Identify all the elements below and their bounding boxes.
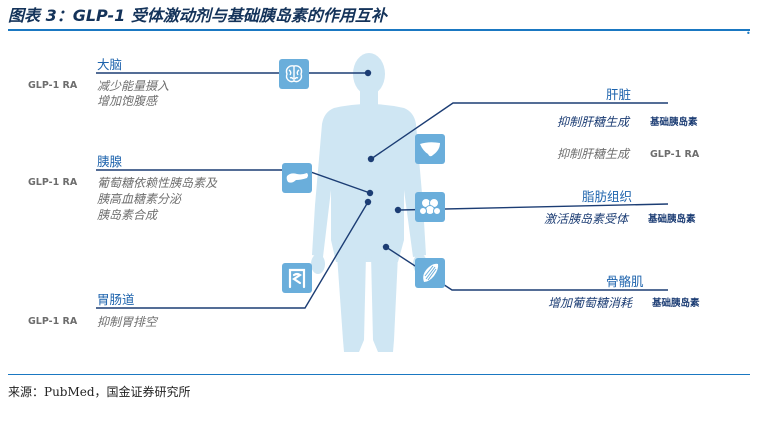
liver-drug-1: 基础胰岛素 (650, 117, 698, 128)
muscle-organ-label: 骨骼肌 (606, 274, 644, 289)
fat-cells-icon (415, 192, 445, 222)
pancreas-drug-label: GLP-1 RA (28, 177, 78, 188)
liver-organ-label: 肝脏 (606, 87, 632, 102)
pancreas-organ-label: 胰腺 (97, 154, 123, 169)
pancreas-icon (282, 163, 312, 193)
pancreas-effect-2: 胰高血糖素分泌 (97, 192, 182, 206)
top-rule (8, 29, 750, 31)
pancreas-effect-1: 葡萄糖依赖性胰岛素及 (97, 176, 218, 190)
fat-effect: 激活胰岛素受体 (544, 212, 629, 226)
figure-title: 图表 3：GLP-1 受体激动剂与基础胰岛素的作用互补 (8, 6, 387, 25)
liver-drug-2: GLP-1 RA (650, 149, 700, 160)
bottom-rule (8, 374, 750, 375)
liver-connector (370, 102, 668, 160)
corner-dot: • (746, 29, 751, 38)
target-dots (364, 69, 402, 251)
brain-dot (364, 69, 372, 77)
liver-effect-2: 抑制肝糖生成 (557, 147, 630, 161)
liver-icon (415, 134, 445, 164)
gut-dot (364, 198, 372, 206)
brain-drug-label: GLP-1 RA (28, 80, 78, 91)
liver-effect-1: 抑制肝糖生成 (557, 115, 630, 129)
gut-drug-label: GLP-1 RA (28, 316, 78, 327)
muscle-dot (382, 243, 390, 251)
brain-icon (279, 59, 309, 89)
fat-dot (394, 206, 402, 214)
brain-effect-2: 增加饱腹感 (97, 94, 158, 108)
muscle-icon (415, 258, 445, 288)
brain-organ-label: 大脑 (97, 57, 123, 72)
muscle-drug: 基础胰岛素 (652, 298, 700, 309)
gut-organ-label: 胃肠道 (97, 292, 135, 307)
fat-drug: 基础胰岛素 (648, 214, 696, 225)
muscle-effect: 增加葡萄糖消耗 (548, 296, 633, 310)
gut-connector (96, 201, 369, 309)
fat-organ-label: 脂肪组织 (582, 189, 633, 204)
intestine-icon (282, 263, 312, 293)
liver-dot (367, 155, 375, 163)
pancreas-dot (366, 189, 374, 197)
muscle-connector (385, 246, 668, 291)
brain-effect-1: 减少能量摄入 (97, 79, 170, 93)
source-note: 来源：PubMed，国金证券研究所 (8, 385, 191, 399)
gut-effect-1: 抑制胃排空 (97, 315, 158, 329)
pancreas-effect-3: 胰岛素合成 (97, 208, 158, 222)
